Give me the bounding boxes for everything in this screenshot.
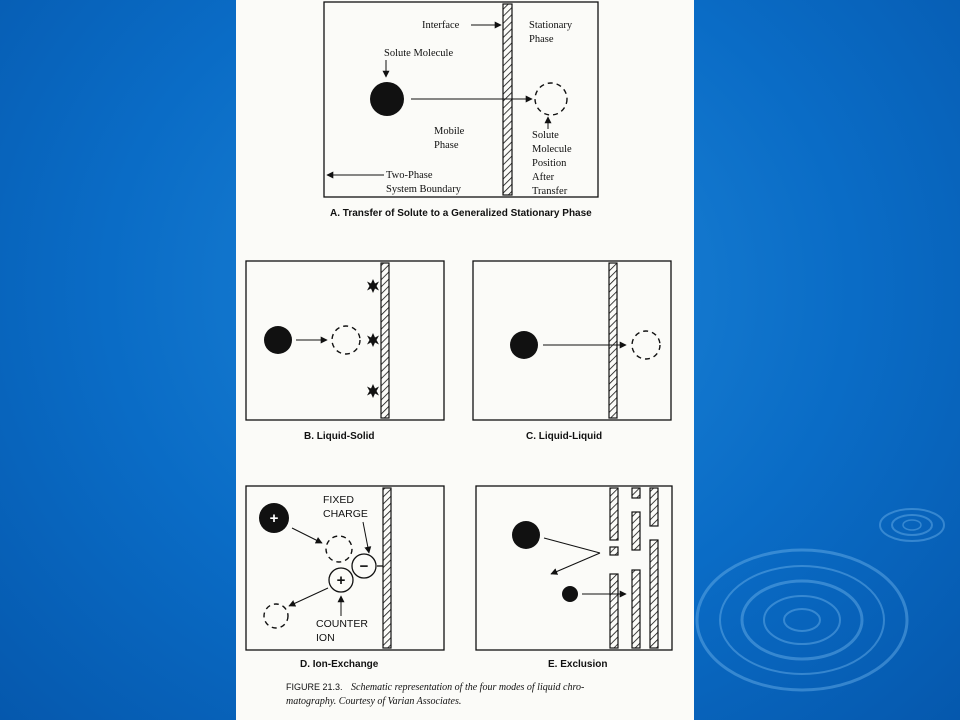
- boundary-label-1: Two-Phase: [386, 170, 433, 181]
- panel-d-caption: D. Ion-Exchange: [300, 659, 379, 670]
- panel-c-frame: [472, 260, 672, 421]
- counter-ion-release-arrow: [288, 587, 329, 607]
- panel-a-caption: A. Transfer of Solute to a Generalized S…: [330, 208, 592, 219]
- adsorbed-position: [331, 325, 361, 355]
- pore-wall-segment: [609, 546, 619, 556]
- solute-molecule: [510, 331, 538, 359]
- excluded-approach-line: [543, 537, 601, 554]
- porous-matrix: [609, 487, 659, 649]
- panel-c-caption: C. Liquid-Liquid: [526, 431, 602, 442]
- cation-plus-sign: +: [270, 510, 279, 527]
- stationary-phase-label-2: Phase: [529, 34, 554, 45]
- adsorption-site: [367, 333, 379, 347]
- stationary-phase-label-1: Stationary: [529, 20, 573, 31]
- solute-position-after: [534, 82, 568, 116]
- figure-caption-line-1: Schematic representation of the four mod…: [351, 682, 584, 693]
- liquid-interface-wall: [608, 262, 618, 419]
- solute-molecule-label: Solute Molecule: [384, 48, 453, 59]
- ripple-decoration: [695, 508, 945, 692]
- fixed-charge-label-1: FIXED: [323, 494, 354, 506]
- solute-molecule: [370, 82, 404, 116]
- fixed-charge-minus-sign: −: [360, 558, 369, 575]
- cation-arrow: [291, 527, 323, 544]
- boundary-label-2: System Boundary: [386, 184, 462, 195]
- position-label-5: Transfer: [532, 186, 568, 197]
- panel-c: C. Liquid-Liquid: [472, 260, 672, 442]
- large-solute-molecule: [512, 521, 540, 549]
- mobile-phase-label-1: Mobile: [434, 126, 465, 137]
- partitioned-position: [631, 330, 661, 360]
- position-label-2: Molecule: [532, 144, 572, 155]
- panel-e: E. Exclusion: [475, 485, 673, 670]
- panel-b-frame: [245, 260, 445, 421]
- chromatography-diagram: Interface Stationary Phase Solute Molecu…: [245, 1, 673, 707]
- counter-ion-label-2: ION: [316, 632, 335, 644]
- panel-e-frame: [475, 485, 673, 651]
- panel-d-frame: [245, 485, 445, 651]
- cation-solute: [259, 503, 289, 533]
- position-label-3: Position: [532, 158, 567, 169]
- excluded-rebound-arrow: [550, 552, 601, 575]
- solute-molecule: [264, 326, 292, 354]
- panel-d: + FIXED CHARGE − + COUNTER ION D. Ion-Ex…: [245, 485, 445, 670]
- panel-e-caption: E. Exclusion: [548, 659, 607, 670]
- exchanged-position: [325, 535, 353, 563]
- solid-surface-wall: [380, 262, 390, 419]
- adsorption-sites: [367, 279, 379, 398]
- figure-caption-line-2: matography. Courtesy of Varian Associate…: [286, 696, 461, 707]
- panel-a-frame: [323, 1, 599, 198]
- pore-wall-segment: [609, 487, 619, 541]
- position-label-4: After: [532, 172, 555, 183]
- figure-page: Interface Stationary Phase Solute Molecu…: [236, 0, 694, 720]
- small-solute-molecule: [562, 586, 578, 602]
- pore-wall-segment: [631, 569, 641, 649]
- panel-b: B. Liquid-Solid: [245, 260, 445, 442]
- interface-label: Interface: [422, 20, 460, 31]
- pore-wall-segment: [631, 511, 641, 551]
- fixed-charge: [351, 553, 377, 579]
- counter-ion-plus-sign: +: [337, 572, 346, 589]
- pore-wall-segment: [649, 539, 659, 649]
- panel-b-caption: B. Liquid-Solid: [304, 431, 375, 442]
- mobile-phase-label-2: Phase: [434, 140, 459, 151]
- fixed-charge-arrow: [362, 521, 372, 554]
- panel-a: Interface Stationary Phase Solute Molecu…: [323, 1, 599, 219]
- counter-ion-label-1: COUNTER: [316, 618, 368, 630]
- released-counter-ion-position: [263, 603, 289, 629]
- adsorption-site: [367, 279, 379, 293]
- ion-exchange-wall: [382, 487, 392, 649]
- adsorption-site: [367, 384, 379, 398]
- figure-caption: FIGURE 21.3. Schematic representation of…: [286, 682, 584, 707]
- counter-ion: [328, 567, 354, 593]
- pore-wall-segment: [609, 573, 619, 649]
- figure-number: FIGURE 21.3.: [286, 682, 343, 692]
- pore-wall-segment: [631, 487, 641, 499]
- fixed-charge-label-2: CHARGE: [323, 508, 368, 520]
- pore-wall-segment: [649, 487, 659, 527]
- position-label-1: Solute: [532, 130, 559, 141]
